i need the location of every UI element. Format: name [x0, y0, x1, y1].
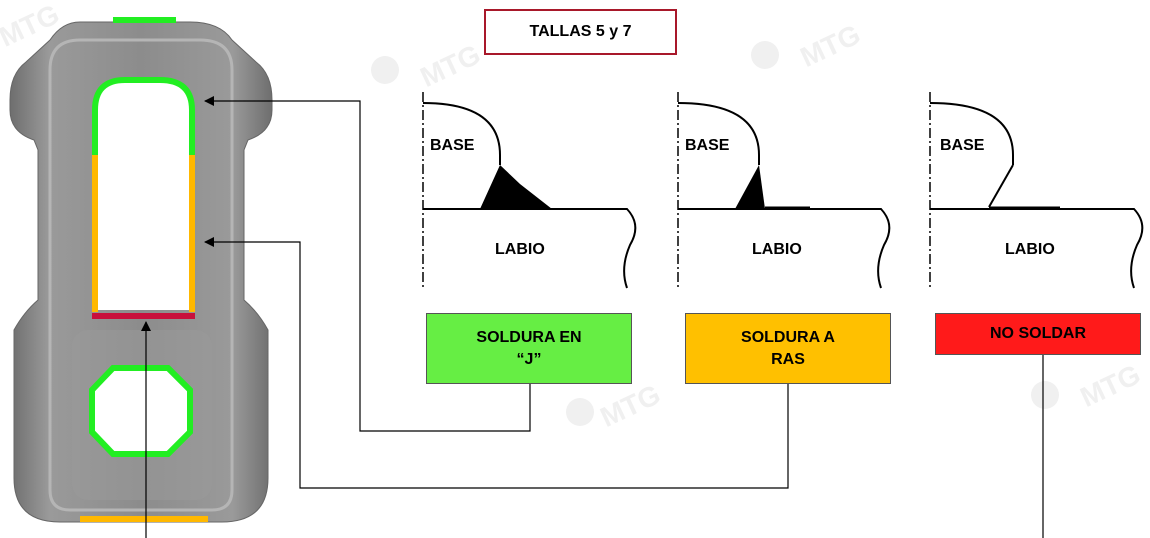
- part-rim: [48, 38, 234, 512]
- lower-hole: [92, 368, 190, 454]
- legend-label: NO SOLDAR: [990, 325, 1086, 342]
- legend-label: SOLDURA A RAS: [741, 328, 835, 368]
- lip-label: LABIO: [1005, 241, 1055, 258]
- lip-outline: [423, 208, 637, 289]
- watermark-text: MTG: [1076, 359, 1145, 413]
- profile-none: BASE LABIO: [929, 92, 1144, 289]
- legend-box-no-weld: NO SOLDAR: [935, 313, 1141, 355]
- base-outline: [677, 102, 760, 165]
- watermark-logo: [566, 398, 594, 426]
- base-outline: [929, 102, 1014, 165]
- title-box: TALLAS 5 y 7: [484, 9, 677, 55]
- watermark-logo: [371, 56, 399, 84]
- watermark-logo: [1031, 381, 1059, 409]
- legend-label: SOLDURA EN “J”: [476, 328, 582, 368]
- profile-flush: BASE LABIO: [677, 92, 891, 289]
- base-label: BASE: [685, 137, 730, 154]
- j-weld-hole: [89, 365, 193, 457]
- profile-j: BASE LABIO: [422, 92, 637, 289]
- title-text: TALLAS 5 y 7: [529, 23, 632, 40]
- connector-j: [204, 96, 531, 432]
- base-label: BASE: [940, 137, 985, 154]
- weld-fillet-flush: [735, 165, 765, 209]
- connectors: [141, 96, 1044, 538]
- gap-line: [988, 164, 1014, 208]
- watermark-logo: [751, 41, 779, 69]
- watermark-text: MTG: [796, 19, 865, 73]
- weld-fillet-j: [480, 165, 552, 209]
- base-outline: [422, 102, 501, 165]
- top-tab-weld: [113, 17, 176, 23]
- lip-outline: [930, 208, 1144, 289]
- j-weld-upper: [92, 77, 195, 155]
- upper-window: [95, 80, 192, 310]
- lip-outline: [678, 208, 891, 289]
- watermark-text: MTG: [596, 379, 665, 433]
- legend-box-flush-weld: SOLDURA A RAS: [685, 313, 891, 384]
- bottom-tab-weld: [80, 516, 208, 522]
- part-top-view: [9, 17, 273, 523]
- connector-flush: [204, 237, 789, 489]
- lip-label: LABIO: [752, 241, 802, 258]
- legend-box-j-weld: SOLDURA EN “J”: [426, 313, 632, 384]
- lip-label: LABIO: [495, 241, 545, 258]
- watermark-text: MTG: [416, 39, 485, 93]
- base-label: BASE: [430, 137, 475, 154]
